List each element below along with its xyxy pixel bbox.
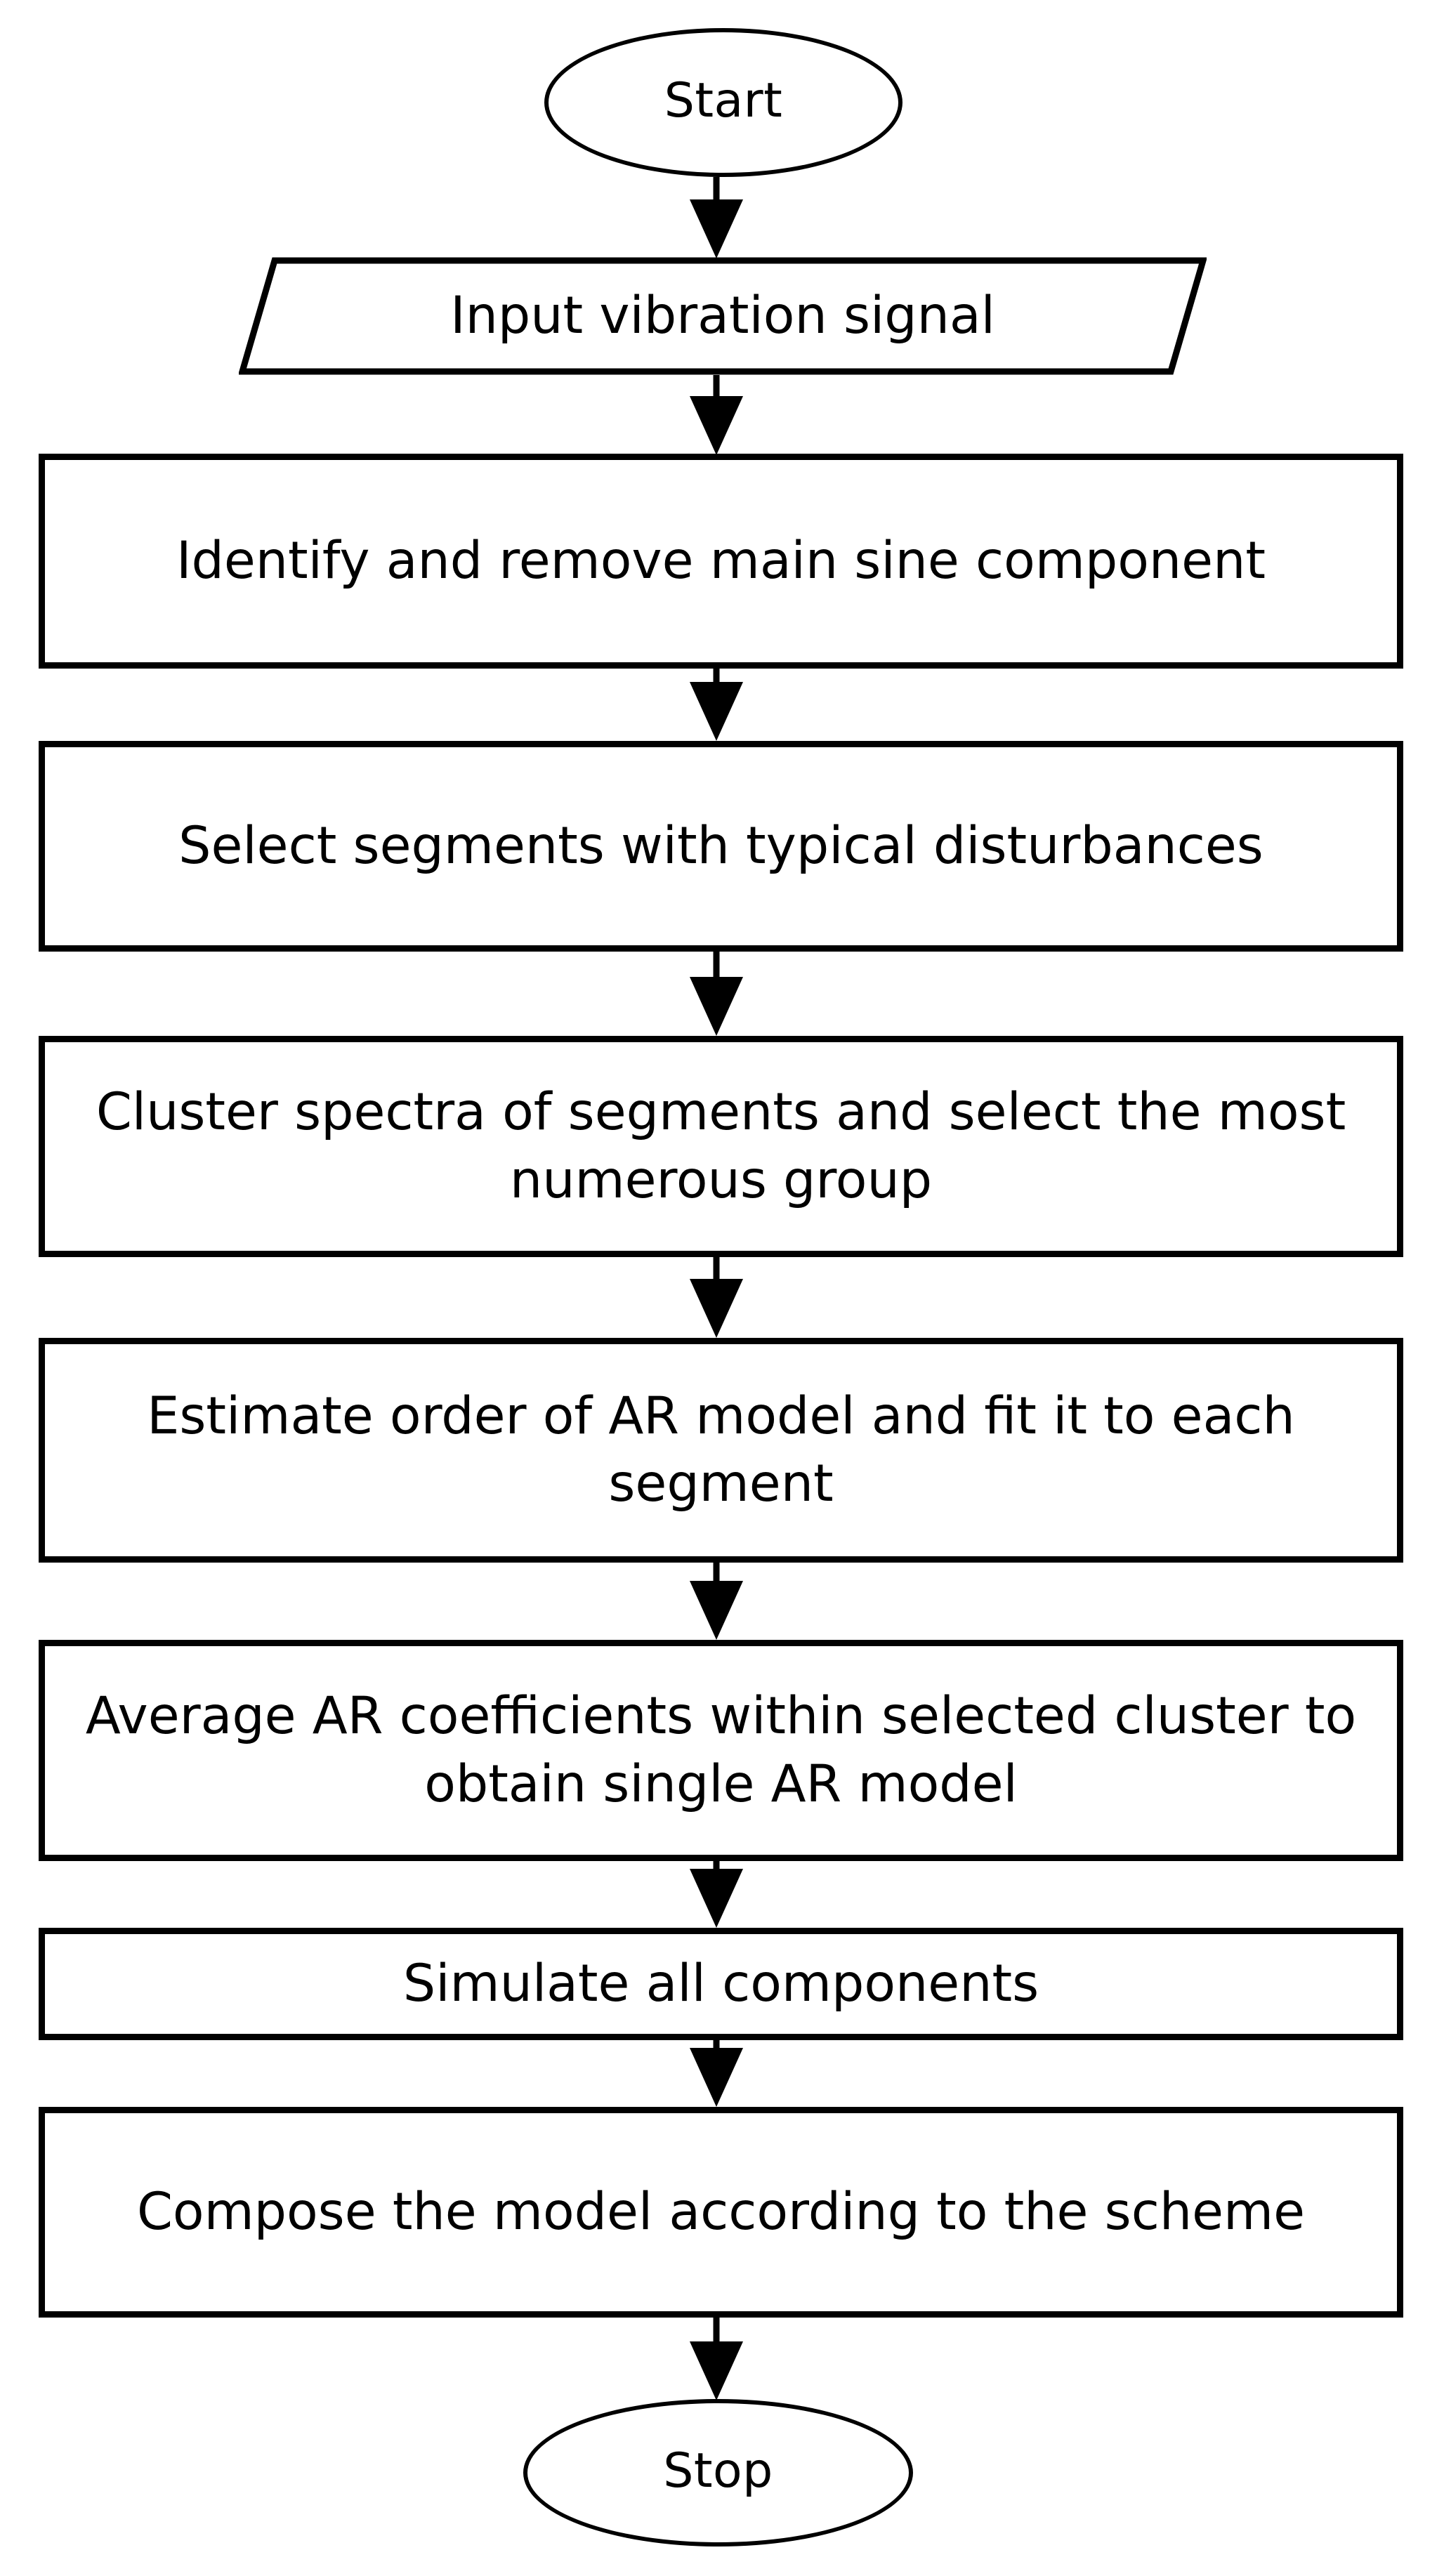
node-cluster-spectra[interactable]: Cluster spectra of segments and select t…: [39, 1036, 1403, 1257]
connector-compose-model-to-stop: [685, 2318, 748, 2400]
node-estimate-ar-order[interactable]: Estimate order of AR model and fit it to…: [39, 1338, 1403, 1563]
connector-stem: [713, 375, 720, 397]
arrowhead-down-icon: [690, 682, 743, 741]
node-average-ar-coefficients[interactable]: Average AR coefficients within selected …: [39, 1640, 1403, 1861]
connector-stem: [713, 1257, 720, 1280]
node-compose-model-label: Compose the model according to the schem…: [136, 2181, 1306, 2242]
connector-select-segments-to-cluster-spectra: [685, 952, 748, 1036]
connector-stem: [713, 952, 720, 978]
arrowhead-down-icon: [690, 396, 743, 455]
connector-stem: [713, 1861, 720, 1871]
node-select-segments[interactable]: Select segments with typical disturbance…: [39, 741, 1403, 952]
connector-stem: [713, 1563, 720, 1582]
node-stop[interactable]: Stop: [523, 2399, 913, 2547]
node-identify-remove-sine[interactable]: Identify and remove main sine component: [39, 454, 1403, 669]
arrowhead-down-icon: [690, 1279, 743, 1338]
connector-average-ar-to-simulate: [685, 1861, 748, 1928]
parallelogram-outline: [239, 257, 1207, 375]
node-stop-label: Stop: [663, 2443, 773, 2499]
node-simulate-components-label: Simulate all components: [402, 1953, 1039, 2013]
node-input-vibration-signal[interactable]: Input vibration signal: [239, 257, 1207, 375]
arrowhead-down-icon: [690, 1869, 743, 1928]
connector-estimate-ar-to-average-ar: [685, 1563, 748, 1640]
connector-start-to-input-signal: [685, 177, 748, 258]
node-select-segments-label: Select segments with typical disturbance…: [178, 815, 1264, 876]
node-average-ar-coefficients-label: Average AR coefficients within selected …: [85, 1686, 1357, 1814]
node-start[interactable]: Start: [544, 28, 902, 177]
connector-stem: [713, 2318, 720, 2343]
connector-stem: [713, 2040, 720, 2050]
arrowhead-down-icon: [690, 199, 743, 258]
node-estimate-ar-order-label: Estimate order of AR model and fit it to…: [147, 1386, 1295, 1513]
node-compose-model[interactable]: Compose the model according to the schem…: [39, 2107, 1403, 2318]
node-cluster-spectra-label: Cluster spectra of segments and select t…: [96, 1082, 1346, 1210]
node-identify-remove-sine-label: Identify and remove main sine component: [176, 530, 1266, 591]
connector-simulate-to-compose-model: [685, 2040, 748, 2107]
node-input-vibration-signal-label: Input vibration signal: [450, 286, 995, 346]
connector-input-signal-to-remove-sine: [685, 375, 748, 455]
connector-cluster-spectra-to-estimate-ar: [685, 1257, 748, 1338]
arrowhead-down-icon: [690, 2341, 743, 2400]
arrowhead-down-icon: [690, 977, 743, 1036]
node-start-label: Start: [664, 73, 783, 129]
arrowhead-down-icon: [690, 2048, 743, 2107]
connector-stem: [713, 177, 720, 201]
connector-remove-sine-to-select-segments: [685, 669, 748, 741]
arrowhead-down-icon: [690, 1581, 743, 1640]
connector-stem: [713, 669, 720, 684]
node-simulate-components[interactable]: Simulate all components: [39, 1928, 1403, 2040]
